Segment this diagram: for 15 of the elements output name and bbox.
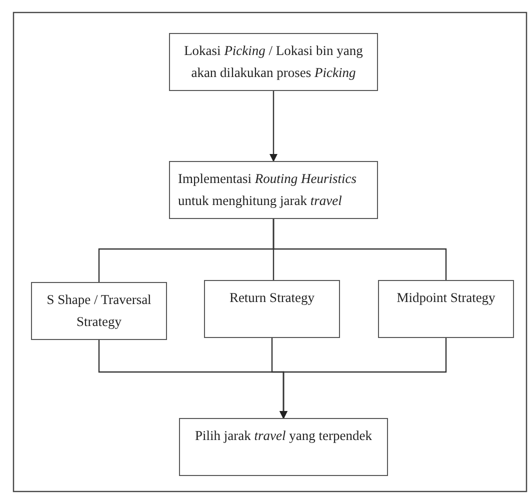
connector-line [272, 219, 447, 280]
box-text: Pilih jarak travel yang terpendek [195, 427, 372, 445]
process-box [378, 280, 514, 338]
process-box [169, 161, 378, 219]
process-box [204, 280, 340, 338]
box-text: Lokasi Picking / Lokasi bin yang akan dilakukan proses Picking [183, 42, 364, 82]
process-box [31, 282, 167, 340]
process-box [179, 418, 388, 476]
arrow [280, 338, 447, 419]
box-text: Return Strategy [229, 289, 315, 307]
box-text: Midpoint Strategy [396, 289, 496, 307]
arrow [270, 91, 278, 162]
box-text: Implementasi Routing Heuristics untuk menghitung jarak travel [178, 170, 358, 210]
box-text: S Shape / Traversal Strategy [46, 291, 152, 331]
process-box [169, 33, 378, 91]
